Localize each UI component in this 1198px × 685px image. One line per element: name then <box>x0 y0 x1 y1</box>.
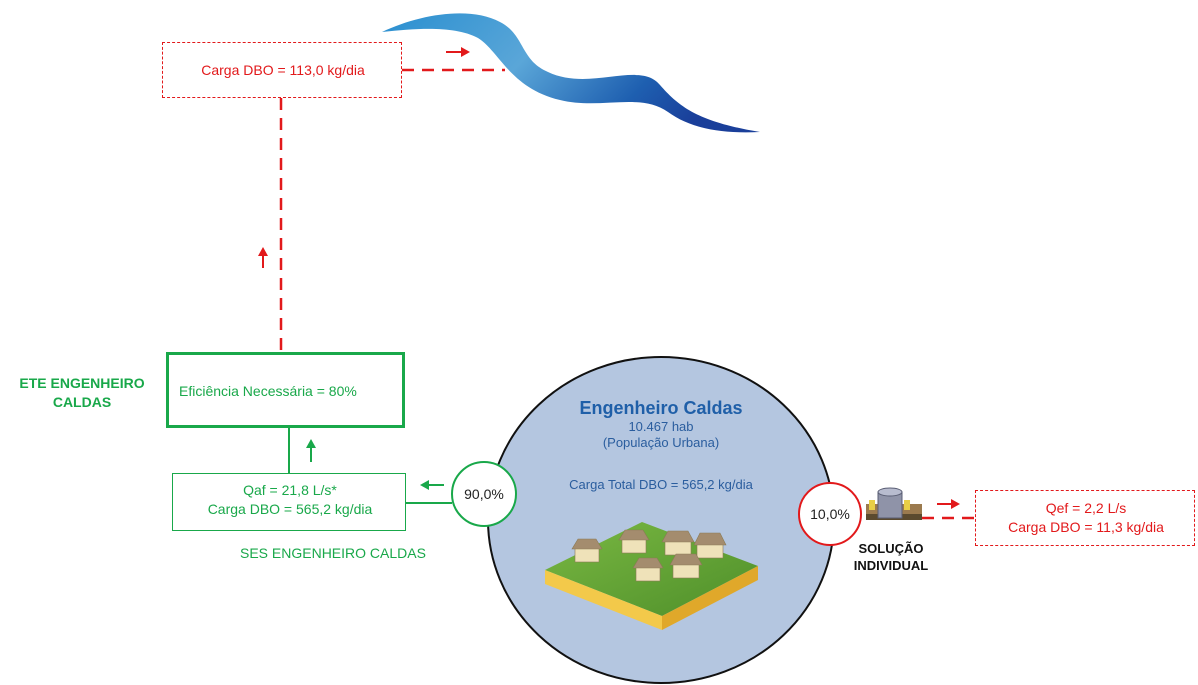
city-total-load: Carga Total DBO = 565,2 kg/dia <box>569 477 753 492</box>
ete-name: ETE ENGENHEIRO CALDAS <box>19 375 145 410</box>
individual-load-box: Qef = 2,2 L/s Carga DBO = 11,3 kg/dia <box>975 490 1195 546</box>
ses-flow: Qaf = 21,8 L/s* <box>243 482 337 498</box>
village-icon <box>545 522 758 630</box>
ses-share: 90,0% <box>464 486 504 502</box>
arrow-up-icon <box>258 247 268 268</box>
ses-box: Qaf = 21,8 L/s* Carga DBO = 565,2 kg/dia <box>172 473 406 531</box>
ses-name: SES ENGENHEIRO CALDAS <box>240 545 426 561</box>
individual-load: Carga DBO = 11,3 kg/dia <box>1008 519 1164 535</box>
ete-efficiency: Eficiência Necessária = 80% <box>179 383 357 399</box>
city-population: 10.467 hab <box>628 419 694 434</box>
septic-tank-icon <box>866 487 922 520</box>
arrow-right-icon <box>937 499 960 509</box>
city-population-note: (População Urbana) <box>602 435 720 450</box>
river-load-label: Carga DBO = 113,0 kg/dia <box>201 62 365 78</box>
ses-load: Carga DBO = 565,2 kg/dia <box>207 501 373 517</box>
city-name: Engenheiro Caldas <box>579 398 743 418</box>
arrow-left-icon <box>420 480 444 490</box>
individual-share: 10,0% <box>810 506 850 522</box>
individual-share-circle <box>798 482 862 546</box>
arrow-up-icon <box>306 439 316 462</box>
ete-box: Eficiência Necessária = 80% <box>166 352 405 428</box>
arrow-right-icon <box>446 47 470 57</box>
individual-label: SOLUÇÃO INDIVIDUAL <box>853 541 929 573</box>
river-load-box: Carga DBO = 113,0 kg/dia <box>162 42 402 98</box>
ses-share-circle <box>451 461 517 527</box>
individual-flow: Qef = 2,2 L/s <box>1045 500 1127 516</box>
river-icon <box>382 13 760 133</box>
